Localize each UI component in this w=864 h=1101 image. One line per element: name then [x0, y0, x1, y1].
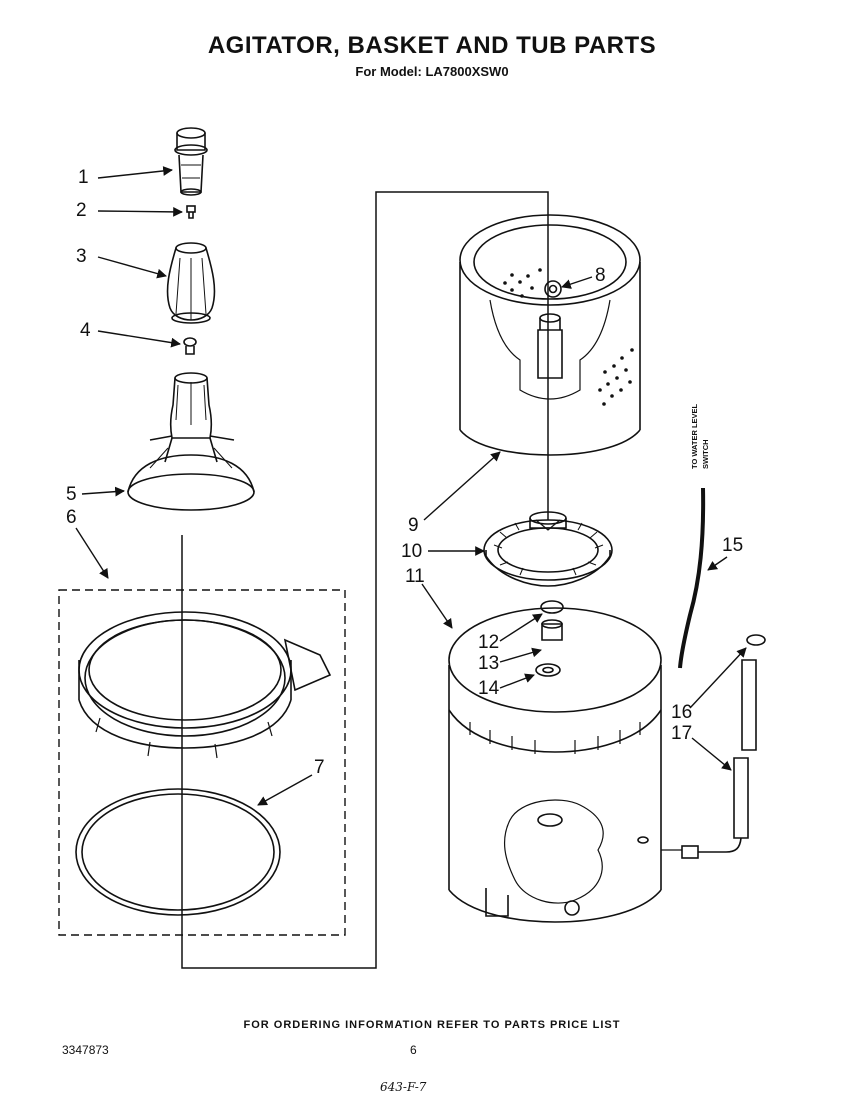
drive-block-part-13 — [541, 619, 563, 641]
callout-13: 13 — [478, 653, 500, 674]
water-level-switch-note: TO WATER LEVEL SWITCH — [688, 385, 718, 475]
callout-4: 4 — [80, 320, 91, 341]
assembly-connection-line — [181, 191, 549, 969]
callout-9: 9 — [408, 515, 419, 536]
spring-part-12 — [540, 600, 564, 614]
page-title: AGITATOR, BASKET AND TUB PARTS — [207, 32, 657, 59]
seal-part-14 — [535, 663, 561, 677]
seal-part-4 — [183, 337, 197, 355]
callout-12: 12 — [478, 632, 500, 653]
screw-part-2 — [186, 205, 196, 219]
water-level-hose-part-15 — [678, 487, 706, 669]
drive-hub-part-10 — [483, 511, 613, 587]
agitator-cam-part-3 — [166, 242, 216, 324]
ordering-info: FOR ORDERING INFORMATION REFER TO PARTS … — [243, 1019, 621, 1031]
side-note-line-1: TO WATER LEVEL — [690, 403, 699, 469]
side-note-line-2: SWITCH — [701, 439, 710, 469]
callout-2: 2 — [76, 200, 87, 221]
callout-6: 6 — [66, 507, 77, 528]
tub-seal-part-7 — [75, 788, 281, 916]
callout-15: 15 — [722, 535, 744, 556]
agitator-base-part-5 — [127, 372, 255, 511]
basket-nut-part-8 — [544, 280, 562, 298]
document-number: 3347873 — [62, 1043, 109, 1057]
model-line: For Model: LA7800XSW0 — [355, 64, 509, 79]
callout-16: 16 — [671, 702, 693, 723]
callout-10: 10 — [401, 541, 423, 562]
callout-8: 8 — [595, 265, 606, 286]
callout-3: 3 — [76, 246, 87, 267]
callout-1: 1 — [78, 167, 89, 188]
callout-7: 7 — [314, 757, 325, 778]
agitator-cap-part-1 — [174, 127, 208, 196]
callout-17: 17 — [671, 723, 693, 744]
dashed-group-box — [58, 589, 346, 936]
callout-5: 5 — [66, 484, 77, 505]
outer-tub-part-11 — [448, 607, 662, 923]
callout-11: 11 — [405, 566, 425, 587]
handwritten-code: 643-F-7 — [380, 1080, 427, 1094]
callout-14: 14 — [478, 678, 500, 699]
callout-leaders — [75, 166, 747, 806]
page-number: 6 — [410, 1043, 417, 1057]
basket-part-9 — [459, 214, 641, 456]
drain-hose-parts-16-17 — [661, 634, 766, 859]
tub-ring-part-6 — [78, 611, 332, 759]
